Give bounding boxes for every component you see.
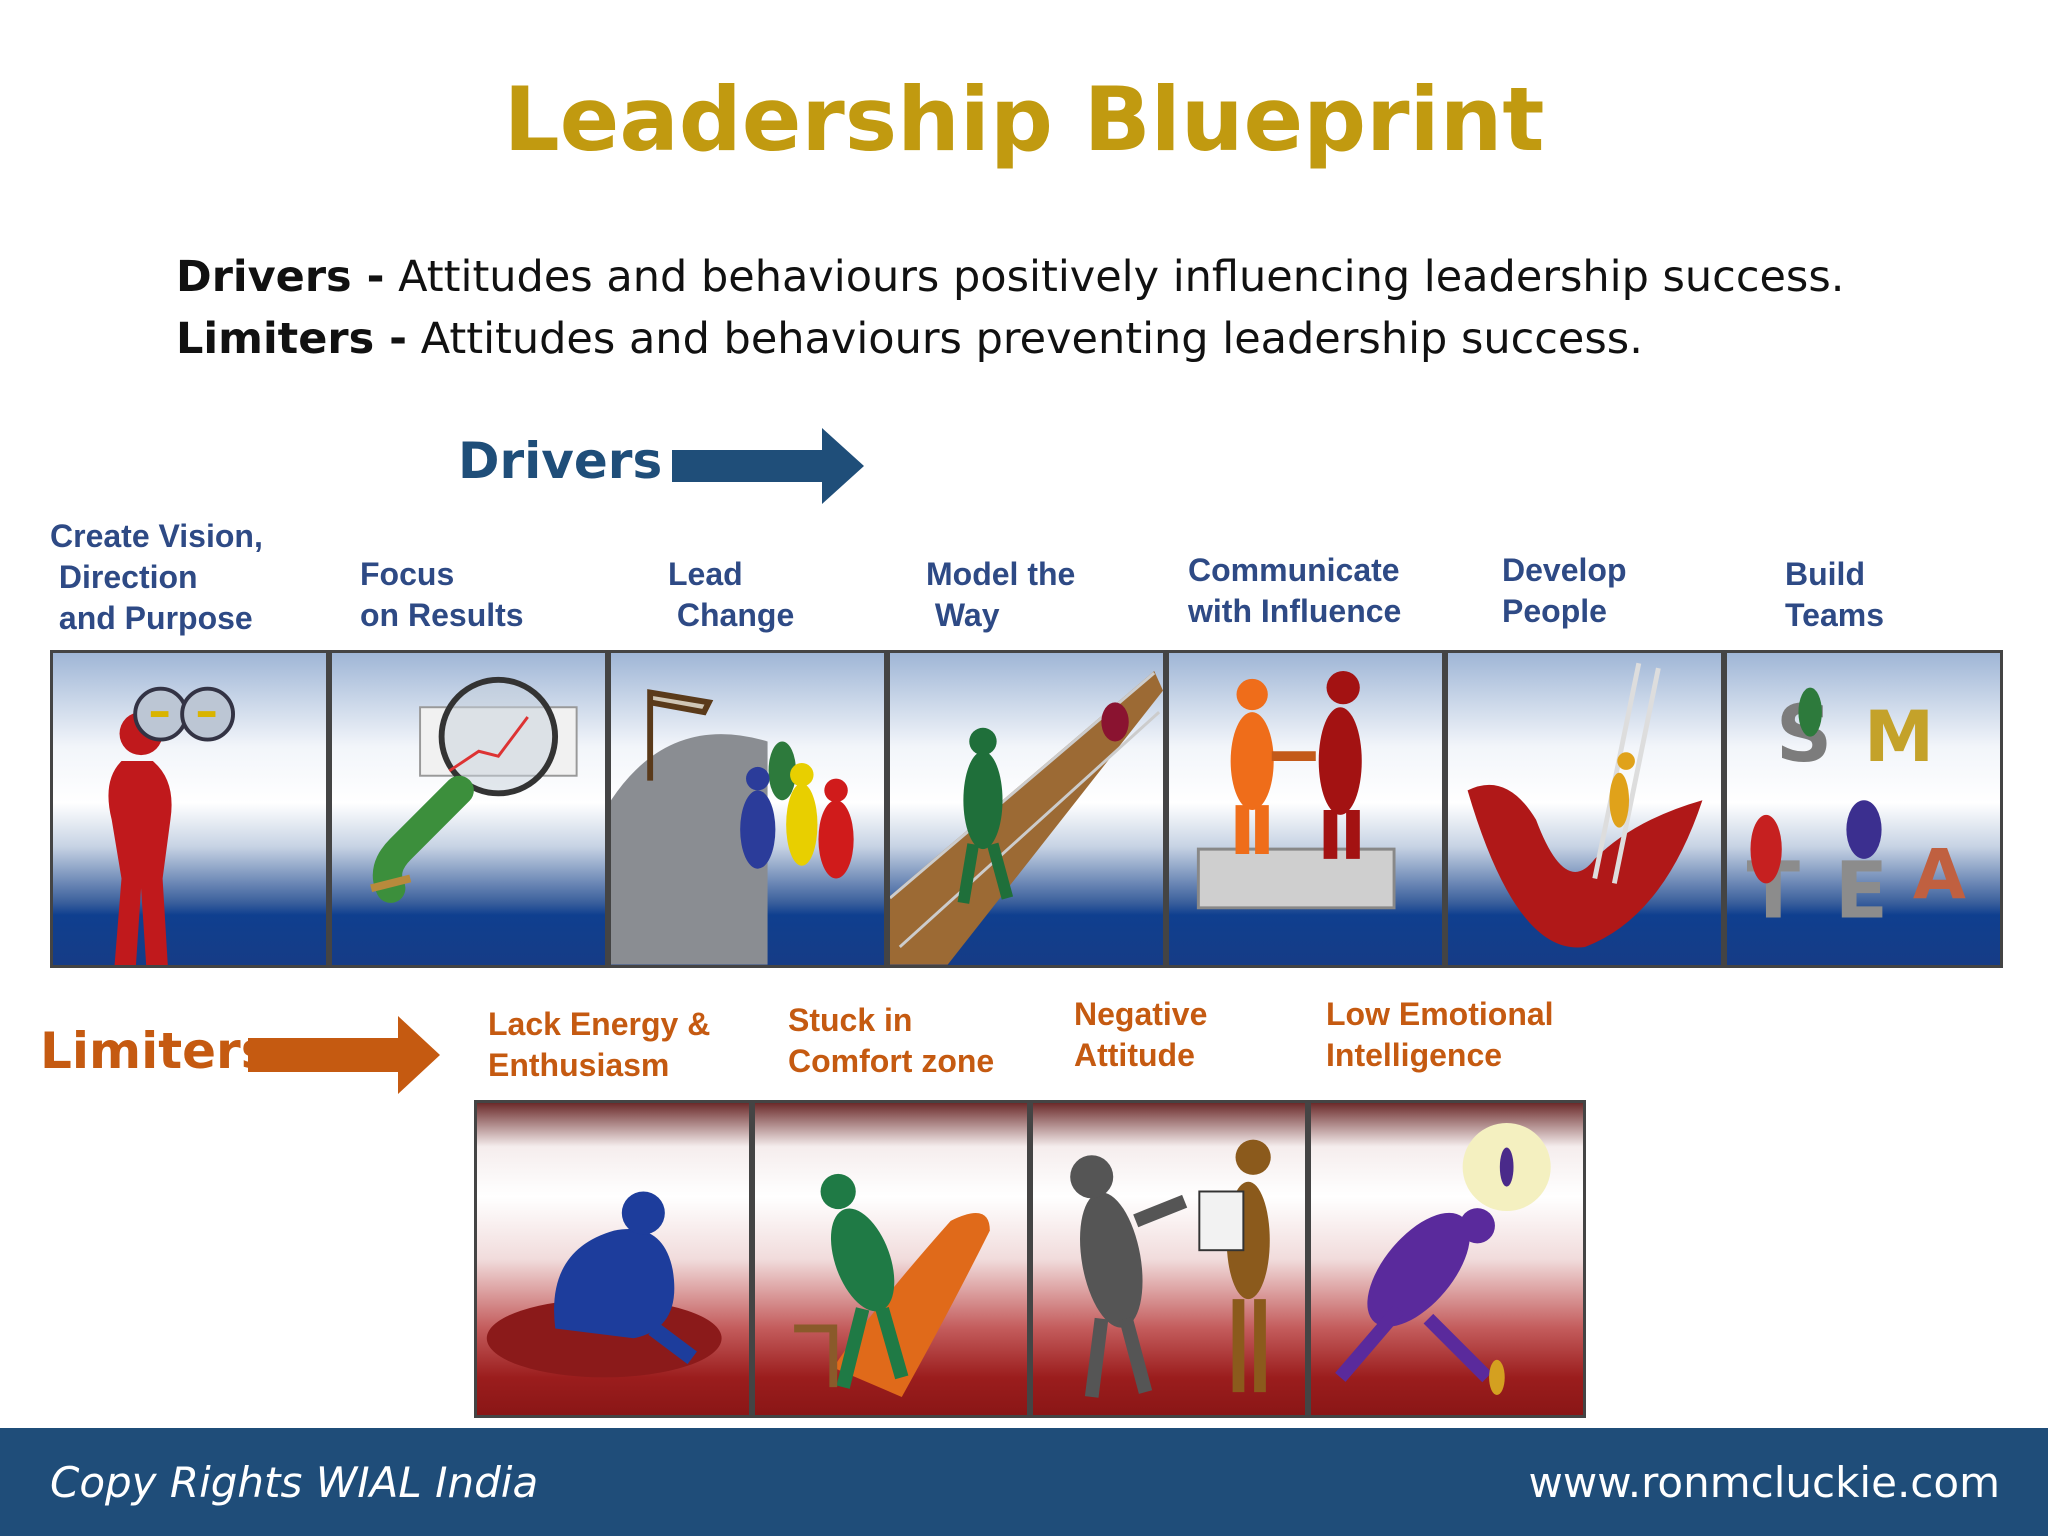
driver-caption-model: Model the Way bbox=[926, 556, 1076, 633]
group-signpost-icon bbox=[608, 650, 887, 968]
svg-text:E: E bbox=[1835, 846, 1888, 937]
definition-limiters: Limiters - Attitudes and behaviours prev… bbox=[176, 308, 1844, 370]
definition-text: Attitudes and behaviours preventing lead… bbox=[407, 314, 1643, 364]
driver-caption-communicate: Communicate with Influence bbox=[1188, 552, 1402, 629]
limiters-arrow-icon bbox=[248, 1016, 440, 1094]
limiters-label: Limiters bbox=[40, 1022, 271, 1080]
svg-text:M: M bbox=[1864, 696, 1934, 778]
definitions: Drivers - Attitudes and behaviours posit… bbox=[176, 246, 1844, 370]
driver-caption-vision: Create Vision, Direction and Purpose bbox=[50, 518, 263, 636]
slumped-figure-icon bbox=[474, 1100, 752, 1418]
footer-copyright: Copy Rights WIAL India bbox=[50, 1458, 539, 1507]
handshake-puzzle-icon bbox=[1166, 650, 1445, 968]
limiter-caption-eq: Low Emotional Intelligence bbox=[1326, 996, 1554, 1073]
driver-caption-results: Focus on Results bbox=[360, 556, 524, 633]
hammock-figure-icon bbox=[752, 1100, 1030, 1418]
driver-caption-change: Lead Change bbox=[668, 556, 795, 633]
falling-figure-icon bbox=[1308, 1100, 1586, 1418]
ladder-climb-icon bbox=[1445, 650, 1724, 968]
rejecting-figure-icon bbox=[1030, 1100, 1308, 1418]
bridge-walker-icon bbox=[887, 650, 1166, 968]
drivers-panel-row: S M T E A bbox=[50, 650, 2003, 968]
footer-bar: Copy Rights WIAL India www.ronmcluckie.c… bbox=[0, 1428, 2048, 1536]
definition-drivers: Drivers - Attitudes and behaviours posit… bbox=[176, 246, 1844, 308]
team-letters-icon: S M T E A bbox=[1724, 650, 2003, 968]
limiters-panel-row bbox=[474, 1100, 1586, 1418]
limiter-caption-energy: Lack Energy & Enthusiasm bbox=[488, 1006, 711, 1083]
footer-website: www.ronmcluckie.com bbox=[1528, 1458, 2000, 1507]
definition-term: Drivers - bbox=[176, 252, 385, 302]
binoculars-figure-icon bbox=[50, 650, 329, 968]
definition-term: Limiters - bbox=[176, 314, 408, 364]
magnifier-chart-icon bbox=[329, 650, 608, 968]
driver-caption-teams: Build Teams bbox=[1785, 556, 1885, 633]
driver-caption-develop: Develop People bbox=[1502, 552, 1627, 629]
limiter-caption-comfort: Stuck in Comfort zone bbox=[788, 1002, 995, 1079]
drivers-label: Drivers bbox=[458, 432, 663, 490]
drivers-arrow-icon bbox=[672, 428, 864, 504]
svg-text:A: A bbox=[1913, 835, 1966, 915]
page-title: Leadership Blueprint bbox=[503, 68, 1545, 171]
limiter-caption-negative: Negative Attitude bbox=[1074, 996, 1208, 1073]
definition-text: Attitudes and behaviours positively infl… bbox=[384, 252, 1845, 302]
